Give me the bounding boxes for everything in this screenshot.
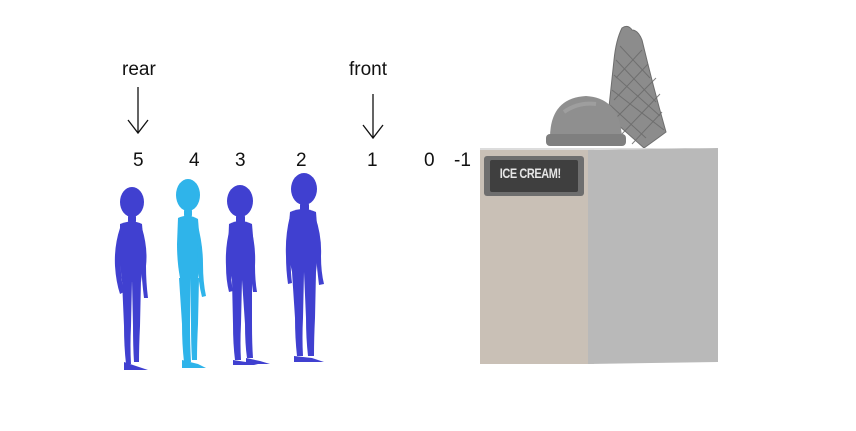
person-5 [114, 187, 148, 370]
position-label-2: 2 [296, 150, 307, 171]
ice-cream-sign-text: ICE CREAM! [499, 165, 561, 181]
rear-label: rear [122, 59, 156, 80]
ice-cream-cone-sculpture [607, 25, 667, 149]
person-3 [225, 185, 270, 365]
rear-down-arrow-icon [127, 87, 149, 135]
ice-cream-stand [480, 25, 718, 364]
front-label: front [349, 59, 388, 80]
person-4-highlighted [176, 179, 206, 368]
position-label-5: 5 [133, 150, 144, 171]
front-down-arrow-icon [362, 94, 384, 140]
position-label-0: 0 [424, 150, 435, 171]
position-label-minus-1: -1 [454, 150, 471, 171]
ice-cream-scoop-sculpture [546, 96, 626, 146]
position-label-1: 1 [367, 150, 378, 171]
person-2 [285, 173, 324, 362]
position-label-4: 4 [189, 150, 200, 171]
position-label-3: 3 [235, 150, 246, 171]
